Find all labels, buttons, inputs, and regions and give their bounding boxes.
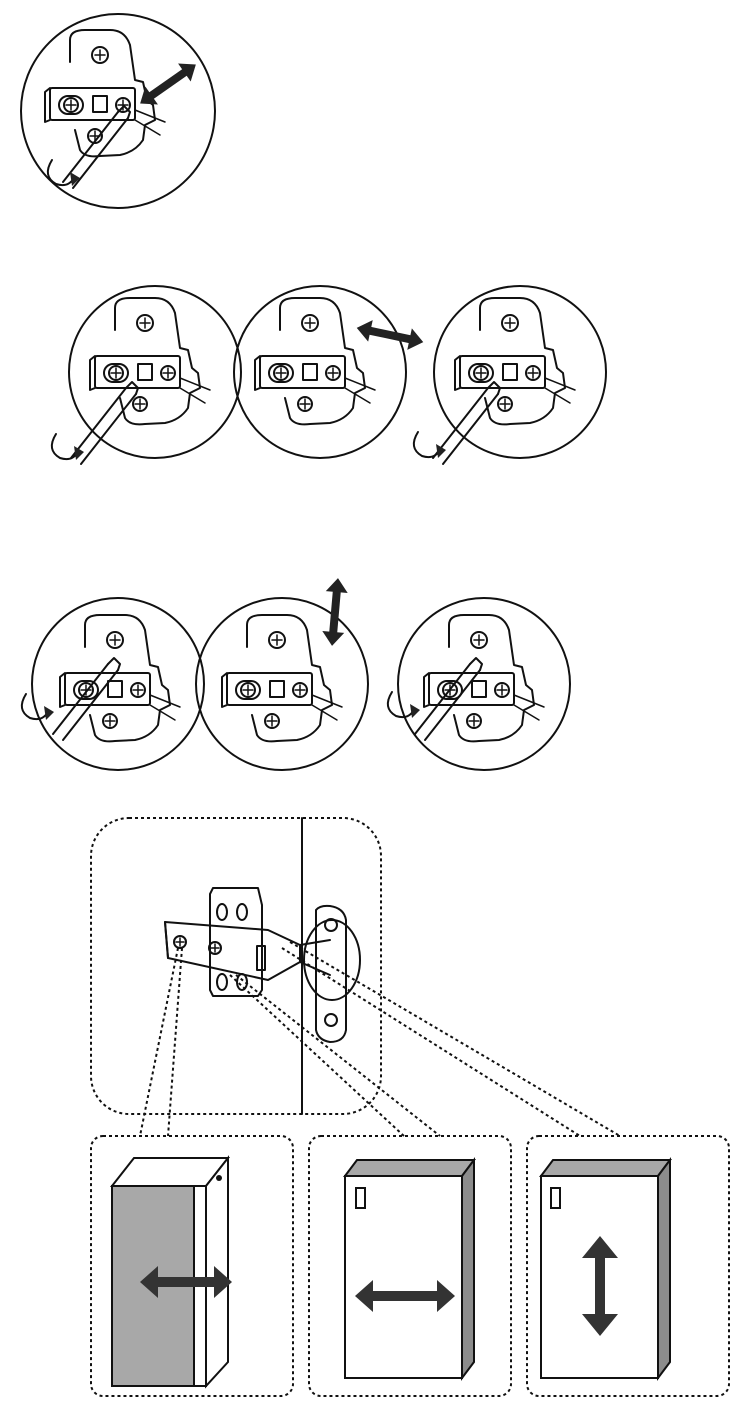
callout-line <box>139 947 179 1137</box>
detail-circle <box>20 13 216 209</box>
detail-circle-middle <box>233 285 407 459</box>
side-screw <box>208 941 222 955</box>
horizontal-double-arrow-icon <box>355 1280 455 1312</box>
hinge-arm <box>164 921 301 981</box>
height-adjust-panel <box>526 1135 730 1397</box>
callout-line <box>235 974 441 1137</box>
detail-circle-left <box>68 285 242 459</box>
step-side-group <box>50 285 607 465</box>
hinge-cup <box>303 919 361 1001</box>
detail-circle-right <box>397 597 571 771</box>
callout-line <box>167 947 183 1137</box>
hinge-detail <box>454 297 576 426</box>
vertical-double-arrow-icon <box>582 1236 618 1336</box>
hinge-detail <box>423 614 545 743</box>
panel-frame <box>526 1135 730 1397</box>
side-adjust-panel <box>308 1135 512 1397</box>
rotate-arrow-icon <box>412 431 447 459</box>
hinge-overview-group <box>90 817 621 1137</box>
detail-circle-right <box>433 285 607 459</box>
panel-frame <box>308 1135 512 1397</box>
handle <box>550 1187 561 1209</box>
hinge-cup-plate <box>315 904 347 1043</box>
hinge-detail <box>254 297 376 426</box>
callout-line <box>281 947 581 1137</box>
hinge-detail <box>89 297 211 426</box>
depth-screw <box>173 935 187 949</box>
horizontal-double-arrow-icon <box>140 1266 232 1298</box>
handle <box>355 1187 366 1209</box>
door-front <box>344 1175 463 1379</box>
depth-adjust-panel <box>90 1135 294 1397</box>
hinge-detail <box>221 614 343 743</box>
step-depth-group <box>20 13 216 209</box>
detail-circle-middle <box>195 597 369 771</box>
detail-circle-left <box>31 597 205 771</box>
vertical-double-arrow-icon <box>321 577 349 647</box>
step-height-group <box>20 577 571 771</box>
callout-line <box>289 941 621 1137</box>
panel-frame <box>90 1135 294 1397</box>
hinge-overview-frame <box>90 817 382 1115</box>
